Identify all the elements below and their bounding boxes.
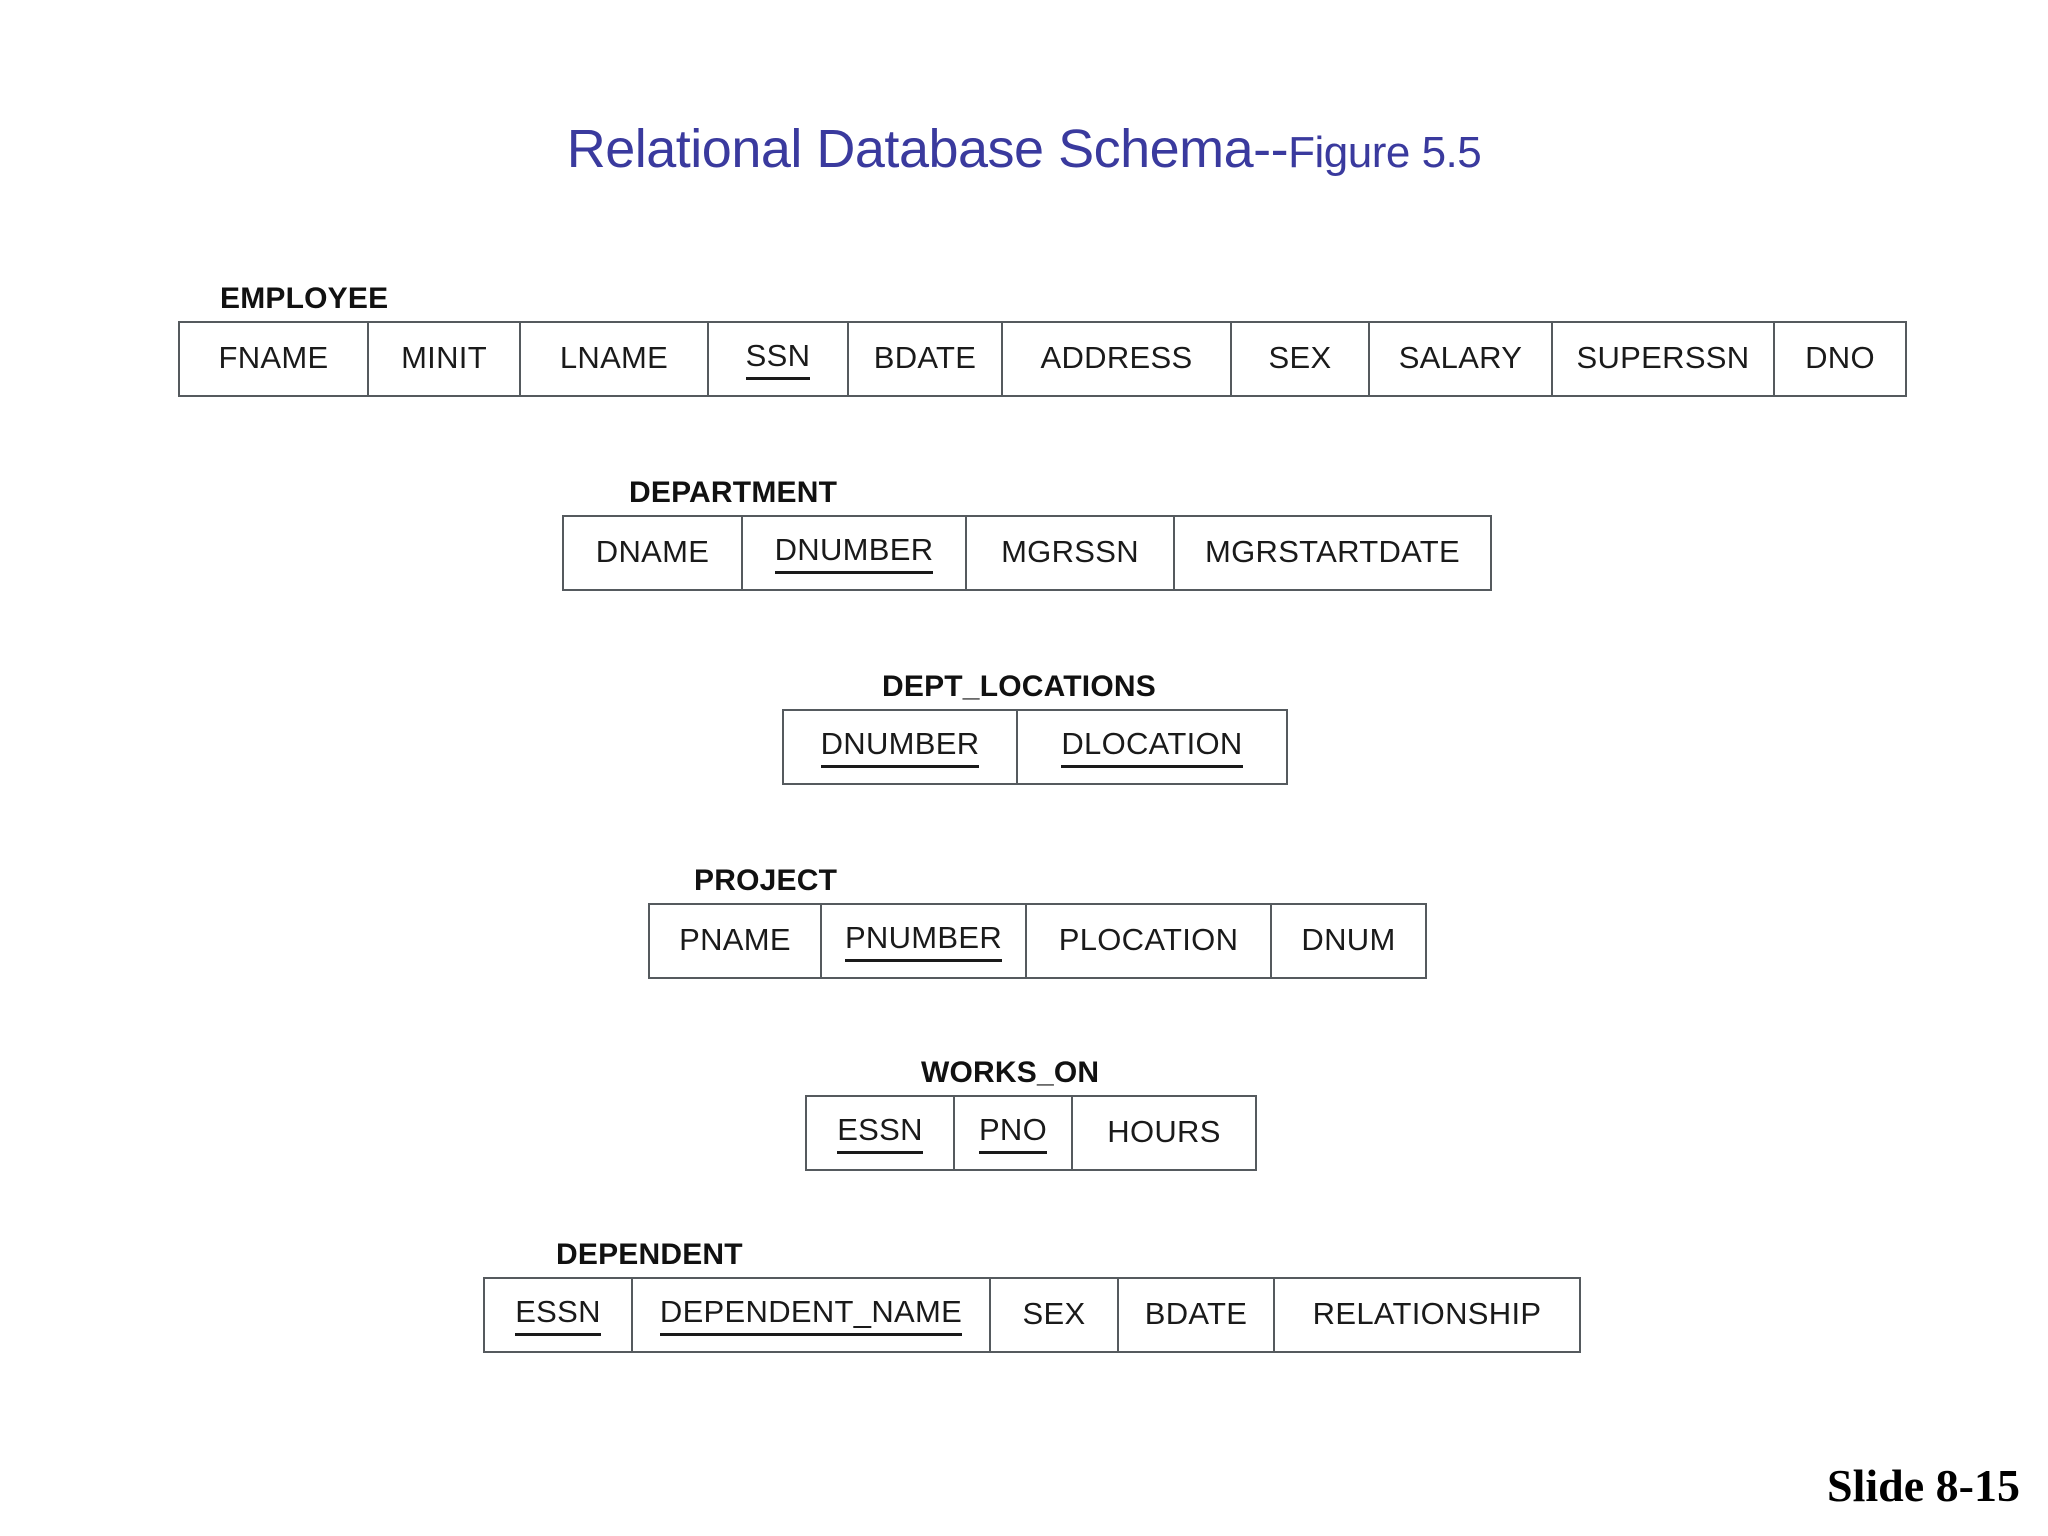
attribute-cell: SEX [991, 1279, 1119, 1351]
attribute-label: MGRSTARTDATE [1204, 533, 1461, 569]
attribute-label: SEX [1022, 1295, 1086, 1331]
attribute-label: PLOCATION [1058, 921, 1239, 957]
attribute-cell-primary-key: DLOCATION [1018, 711, 1286, 783]
attribute-row: DNUMBER DLOCATION [782, 709, 1288, 785]
relation-department: DEPARTMENT DNAME DNUMBER MGRSSN MGRSTARTDATE [562, 478, 1492, 591]
attribute-label: BDATE [873, 339, 977, 375]
attribute-cell: MGRSSN [967, 517, 1175, 589]
attribute-cell: PLOCATION [1027, 905, 1272, 977]
attribute-cell: LNAME [521, 323, 709, 395]
attribute-label: PNUMBER [844, 920, 1003, 962]
attribute-cell-primary-key: PNO [955, 1097, 1073, 1169]
attribute-cell: SALARY [1370, 323, 1553, 395]
attribute-cell-primary-key: SSN [709, 323, 849, 395]
attribute-cell: DNAME [564, 517, 743, 589]
relation-name-label: DEPARTMENT [629, 476, 838, 509]
relation-dept_locations: DEPT_LOCATIONS DNUMBER DLOCATION [782, 672, 1288, 785]
attribute-label: DNO [1805, 339, 1875, 375]
attribute-cell: BDATE [849, 323, 1003, 395]
attribute-row: PNAME PNUMBER PLOCATION DNUM [648, 903, 1427, 979]
relation-dependent: DEPENDENT ESSN DEPENDENT_NAME SEX BDATE RELAT… [483, 1240, 1581, 1353]
attribute-label: ESSN [515, 1294, 601, 1336]
attribute-label: DEPENDENT_NAME [659, 1294, 963, 1336]
relation-name-label: EMPLOYEE [220, 282, 389, 315]
attribute-cell: DNO [1775, 323, 1905, 395]
relation-name-label: DEPT_LOCATIONS [882, 670, 1156, 703]
slide-number: Slide 8-15 [1827, 1460, 2020, 1511]
relation-name-label: WORKS_ON [921, 1056, 1100, 1089]
attribute-cell: MGRSTARTDATE [1175, 517, 1490, 589]
attribute-label: ADDRESS [1040, 339, 1193, 375]
attribute-cell-primary-key: DEPENDENT_NAME [633, 1279, 991, 1351]
attribute-cell: BDATE [1119, 1279, 1275, 1351]
attribute-label: PNO [978, 1112, 1048, 1154]
attribute-label: SALARY [1398, 339, 1523, 375]
attribute-label: ESSN [837, 1112, 923, 1154]
attribute-cell: DNUM [1272, 905, 1425, 977]
attribute-row: ESSN PNO HOURS [805, 1095, 1257, 1171]
attribute-label: SUPERSSN [1576, 339, 1750, 375]
attribute-label: MGRSSN [1001, 533, 1139, 569]
attribute-cell-primary-key: ESSN [807, 1097, 955, 1169]
page-title: Relational Database Schema--Figure 5.5 [0, 118, 2048, 180]
attribute-cell-primary-key: DNUMBER [743, 517, 967, 589]
attribute-row: ESSN DEPENDENT_NAME SEX BDATE RELATIONSHIP [483, 1277, 1581, 1353]
attribute-label: DLOCATION [1061, 726, 1243, 768]
attribute-label: DNUMBER [820, 726, 980, 768]
relation-project: PROJECT PNAME PNUMBER PLOCATION DNUM [648, 866, 1427, 979]
attribute-cell: SEX [1232, 323, 1370, 395]
attribute-label: SSN [745, 338, 811, 380]
relation-name-label: PROJECT [694, 864, 838, 897]
attribute-cell-primary-key: DNUMBER [784, 711, 1018, 783]
attribute-label: HOURS [1107, 1113, 1221, 1149]
relation-works_on: WORKS_ON ESSN PNO HOURS [805, 1058, 1257, 1171]
page-title-main: Relational Database Schema-- [566, 119, 1289, 179]
attribute-label: BDATE [1144, 1295, 1248, 1331]
attribute-cell-primary-key: PNUMBER [822, 905, 1027, 977]
attribute-label: FNAME [218, 339, 329, 375]
relation-employee: EMPLOYEE FNAME MINIT LNAME SSN BDATE ADDRESS SE… [178, 284, 1907, 397]
attribute-label: SEX [1268, 339, 1332, 375]
attribute-label: LNAME [559, 339, 669, 375]
attribute-label: DNUMBER [774, 532, 934, 574]
attribute-label: DNUM [1301, 921, 1396, 957]
attribute-label: PNAME [679, 921, 791, 957]
attribute-label: RELATIONSHIP [1312, 1295, 1542, 1331]
attribute-cell-primary-key: ESSN [485, 1279, 633, 1351]
page-title-figure: Figure 5.5 [1288, 128, 1482, 177]
attribute-cell: MINIT [369, 323, 521, 395]
attribute-cell: HOURS [1073, 1097, 1255, 1169]
attribute-row: FNAME MINIT LNAME SSN BDATE ADDRESS SEX SALARY S… [178, 321, 1907, 397]
attribute-label: MINIT [401, 339, 487, 375]
attribute-label: DNAME [595, 533, 710, 569]
attribute-cell: FNAME [180, 323, 369, 395]
attribute-cell: RELATIONSHIP [1275, 1279, 1579, 1351]
attribute-cell: ADDRESS [1003, 323, 1232, 395]
relation-name-label: DEPENDENT [556, 1238, 743, 1271]
attribute-row: DNAME DNUMBER MGRSSN MGRSTARTDATE [562, 515, 1492, 591]
attribute-cell: SUPERSSN [1553, 323, 1775, 395]
attribute-cell: PNAME [650, 905, 822, 977]
